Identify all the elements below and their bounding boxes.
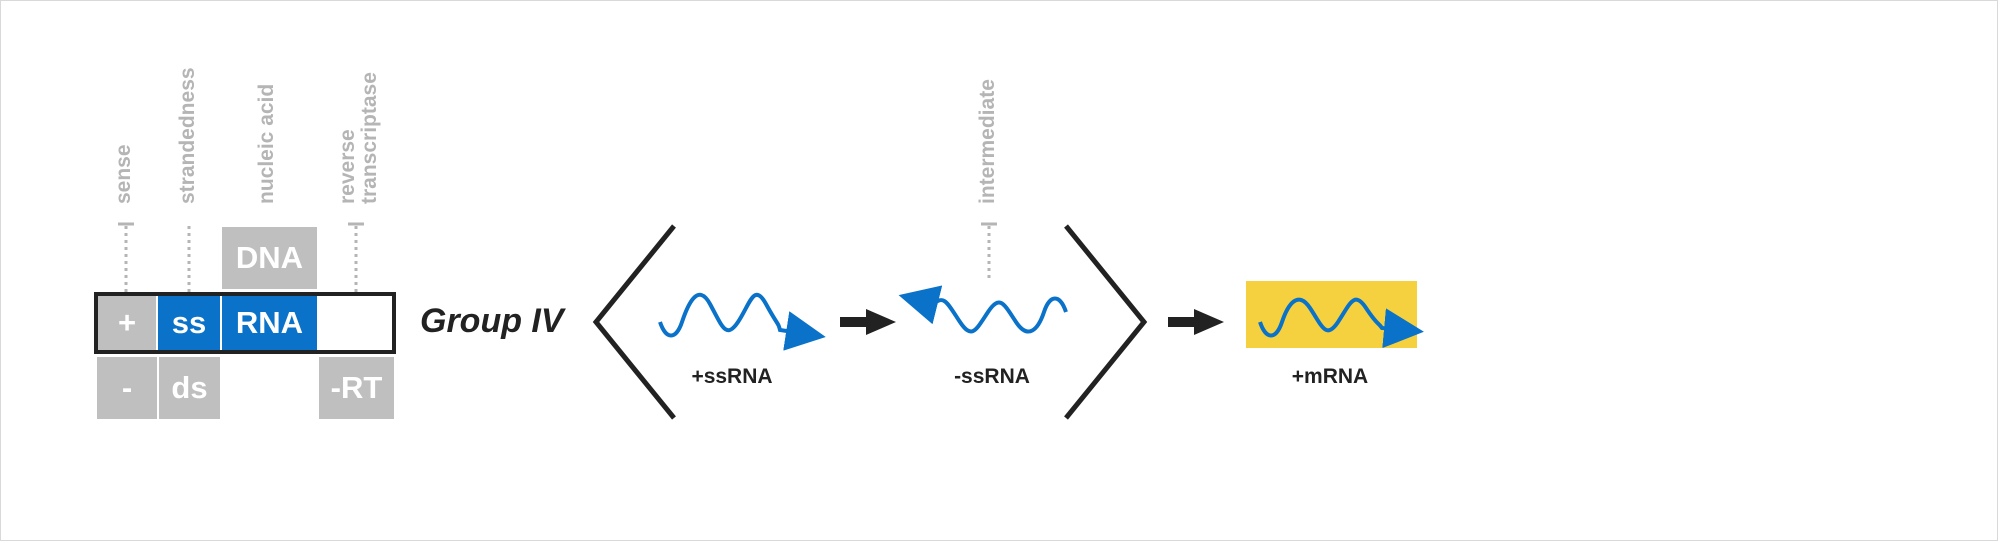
strandedness-selected: ss	[158, 296, 220, 350]
negative-ssrna-wave-icon	[898, 285, 1068, 334]
right-bracket-icon	[1064, 224, 1148, 420]
connector-sense	[118, 222, 134, 292]
strandedness-alternative-label: ds	[171, 370, 208, 405]
sense-alternative: -	[97, 357, 157, 419]
intermediate-strand-label: -ssRNA	[954, 365, 1030, 388]
connector-intermediate	[981, 222, 997, 282]
positive-ssrna-wave-icon	[658, 292, 826, 351]
group-title: Group IV	[420, 302, 564, 340]
product-label: +mRNA	[1291, 365, 1369, 388]
dna-option-label: DNA	[235, 240, 304, 275]
mrna-wave-icon	[1258, 297, 1424, 349]
nucleic-acid-selected: RNA	[222, 296, 317, 350]
right-arrow-icon	[840, 309, 896, 335]
sense-selected: +	[98, 296, 156, 350]
nucleic-acid-selected-label: RNA	[235, 305, 304, 340]
genome-label: +ssRNA	[691, 365, 773, 388]
connector-reverse-transcriptase	[348, 222, 364, 292]
right-arrow-icon	[1168, 309, 1224, 335]
rt-alternative-label: -RT	[330, 370, 383, 405]
rt-alternative: -RT	[319, 357, 394, 419]
sense-selected-label: +	[117, 305, 137, 340]
strandedness-selected-label: ss	[171, 305, 207, 340]
dna-option: DNA	[222, 227, 317, 289]
strandedness-alternative: ds	[159, 357, 220, 419]
left-bracket-icon	[592, 224, 676, 420]
sense-alternative-label: -	[121, 370, 133, 405]
